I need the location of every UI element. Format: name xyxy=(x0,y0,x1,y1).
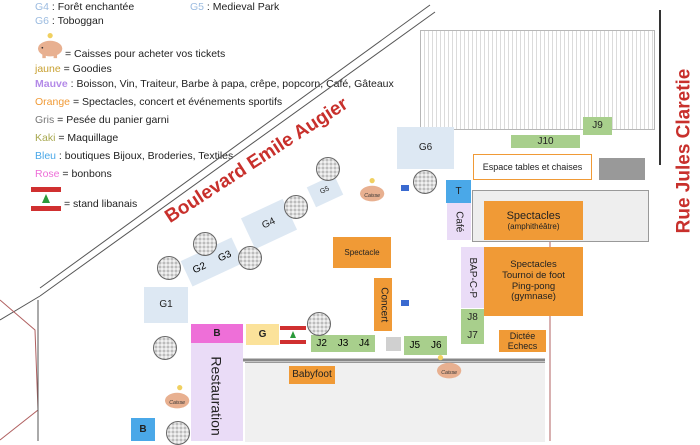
zone-concert[interactable]: Concert xyxy=(374,278,392,331)
zone-g3: G3 xyxy=(216,248,234,264)
zone-j8[interactable]: J8 xyxy=(461,309,484,327)
marker xyxy=(401,300,409,306)
piggy-bank-icon xyxy=(38,33,63,59)
lebanese-flag-icon[interactable] xyxy=(280,326,306,344)
zone-j2: J2 xyxy=(316,338,327,349)
echecs-label: Echecs xyxy=(507,341,538,351)
tree-icon xyxy=(316,157,340,181)
zone-j4: J4 xyxy=(359,338,370,349)
zone-restauration[interactable]: Restauration xyxy=(191,343,243,441)
zone-b-boutique[interactable]: B xyxy=(131,418,155,441)
zone-pesee[interactable] xyxy=(386,337,401,351)
gym-line-1: Spectacles xyxy=(510,258,557,270)
legend-rose: Rose = bonbons xyxy=(35,168,112,180)
restaurant-label: Restauration xyxy=(209,356,226,436)
legend-bleu: Bleu : boutiques Bijoux, Broderies, Text… xyxy=(35,150,234,162)
legend-caisse: = Caisses pour acheter vos tickets xyxy=(65,48,226,60)
zone-j9[interactable]: J9 xyxy=(583,117,612,135)
marker xyxy=(401,185,409,191)
tree-icon xyxy=(166,421,190,445)
legend-g5: G5 : Medieval Park xyxy=(190,1,280,13)
amphi-sub: (amphithéâtre) xyxy=(507,222,560,232)
zone-b-bonbons[interactable]: B xyxy=(191,324,243,343)
tree-icon xyxy=(284,195,308,219)
gym-line-2: Tournoi de foot xyxy=(502,269,565,281)
bap-label: BAP-C-P xyxy=(467,257,479,298)
tree-icon xyxy=(153,336,177,360)
zone-j3: J3 xyxy=(337,338,349,349)
zone-babyfoot[interactable]: Babyfoot xyxy=(289,366,335,384)
zone-g-goodies[interactable]: G xyxy=(246,324,279,345)
road-rue-jules-claretie: Rue Jules Claretie xyxy=(673,68,695,234)
legend-mauve: Mauve : Boisson, Vin, Traiteur, Barbe à … xyxy=(35,78,394,90)
cafe-label: Café xyxy=(453,210,465,233)
zone-spectacle[interactable]: Spectacle xyxy=(333,237,391,268)
lebanese-flag-icon xyxy=(31,187,61,211)
zone-j5-j6[interactable]: J5 J6 xyxy=(404,336,447,355)
tree-icon xyxy=(193,232,217,256)
caisse-piggy-bank-icon[interactable]: Caisse xyxy=(160,385,196,411)
zone-g1[interactable]: G1 xyxy=(144,287,188,323)
zone-bap-c-p[interactable]: BAP-C-P xyxy=(461,247,484,308)
zone-j7[interactable]: J7 xyxy=(461,327,484,344)
caisse-piggy-bank-icon[interactable]: Caisse xyxy=(432,355,468,381)
legend-g4: G4 : Forêt enchantée xyxy=(35,1,135,13)
legend-jaune: jaune = Goodies xyxy=(35,63,112,75)
building-roof xyxy=(420,30,655,130)
gym-line-4: (gymnase) xyxy=(511,291,556,303)
concert-label: Concert xyxy=(377,286,389,323)
amphi-title: Spectacles xyxy=(506,209,561,222)
caisse-label: Caisse xyxy=(441,370,457,376)
tree-icon xyxy=(307,312,331,336)
zone-g6[interactable]: G6 xyxy=(397,127,454,169)
zone-j2-j4[interactable]: J2 J3 J4 xyxy=(311,335,375,352)
caisse-label: Caisse xyxy=(169,400,185,406)
zone-j10[interactable]: J10 xyxy=(511,135,580,148)
tree-icon xyxy=(157,256,181,280)
legend-kaki: Kaki = Maquillage xyxy=(35,132,119,144)
zone-g2: G2 xyxy=(190,260,208,276)
zone-j5: J5 xyxy=(409,340,421,351)
zone-espace-tables[interactable]: Espace tables et chaises xyxy=(473,154,592,180)
legend-gris: Gris = Pesée du panier garni xyxy=(35,114,169,126)
caisse-label: Caisse xyxy=(364,193,380,199)
tree-icon xyxy=(238,246,262,270)
zone-j6: J6 xyxy=(430,340,442,351)
zone-t[interactable]: T xyxy=(446,180,471,203)
caisse-piggy-bank-icon[interactable]: Caisse xyxy=(355,178,391,204)
legend-g6: G6 : Toboggan xyxy=(35,15,104,27)
zone-cafe[interactable]: Café xyxy=(447,203,471,240)
zone-spectacles-amphitheatre[interactable]: Spectacles(amphithéâtre) xyxy=(484,201,583,240)
tree-icon xyxy=(413,170,437,194)
gym-line-3: Ping-pong xyxy=(511,280,556,292)
dictee-label: Dictée xyxy=(509,330,536,341)
grey-block xyxy=(599,158,645,180)
legend-liban: = stand libanais xyxy=(64,198,138,210)
legend-orange: Orange = Spectacles, concert et événemen… xyxy=(35,96,283,108)
